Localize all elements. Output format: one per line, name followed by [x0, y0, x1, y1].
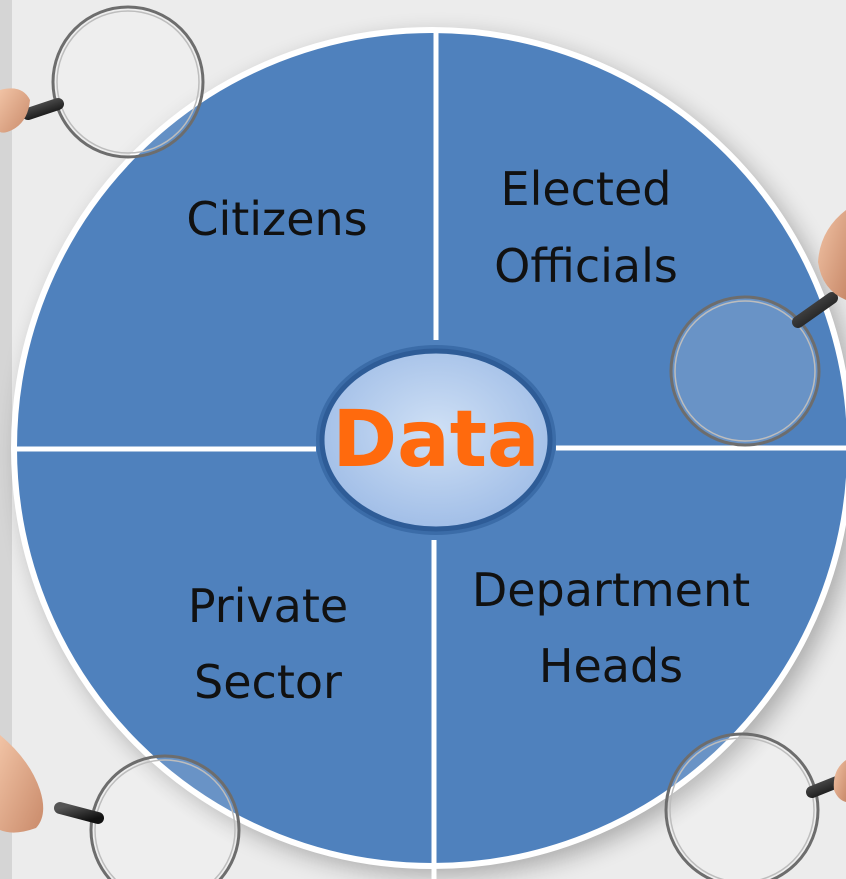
quadrant-label-private-line1: Private — [188, 579, 348, 633]
quadrant-label-department-line2: Heads — [539, 639, 683, 693]
center-ellipse — [319, 348, 553, 532]
magnifying-glass-icon — [0, 735, 241, 879]
quadrant-label-elected-line2: Officials — [494, 239, 678, 293]
center-label-data: Data — [332, 395, 539, 485]
left-edge-strip — [0, 0, 12, 879]
magnifying-glass-icon — [664, 732, 846, 879]
quadrant-label-elected-line1: Elected — [501, 162, 672, 216]
quadrant-label-department-line1: Department — [472, 563, 750, 617]
quadrant-label-private-line2: Sector — [194, 655, 342, 709]
quadrant-label-citizens: Citizens — [186, 192, 367, 246]
magnifying-glass-icon — [0, 5, 205, 159]
magnifying-glass-icon — [669, 210, 846, 447]
